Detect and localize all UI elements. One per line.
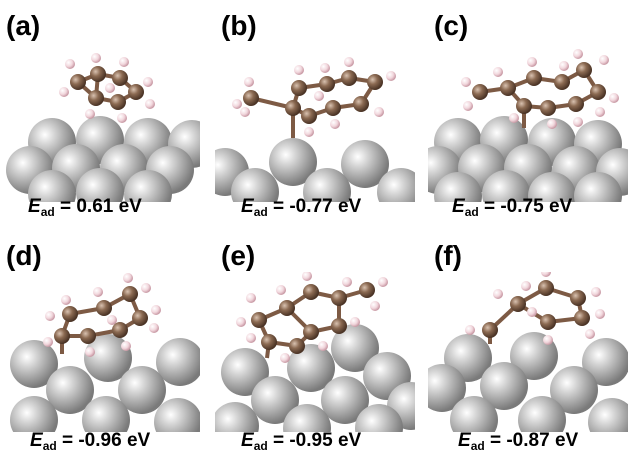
hydrogens (236, 272, 388, 363)
adsorption-energy: Ead = -0.96 eV (30, 430, 151, 453)
surface-atoms (428, 332, 628, 432)
hydrogens (461, 49, 619, 129)
adsorption-energy: Ead = -0.95 eV (241, 430, 362, 453)
hydrogens (465, 272, 605, 345)
molecule-scene (215, 57, 415, 202)
carbons (482, 280, 590, 338)
carbons (472, 62, 606, 116)
molecule-scene (428, 272, 628, 432)
carbons (243, 70, 383, 124)
adsorption-energy: Ead = 0.61 eV (28, 196, 142, 219)
adsorption-energy: Ead = -0.75 eV (452, 196, 573, 219)
panel-a: (a) Ead (0, 10, 200, 219)
panel-label: (d) (6, 240, 42, 271)
carbons (54, 286, 148, 344)
hydrogens (43, 273, 161, 357)
panel-e: (e) (215, 240, 415, 453)
molecule-scene (10, 273, 200, 432)
panel-label: (a) (6, 10, 41, 41)
molecule-scene (215, 272, 415, 432)
hydrogens (59, 53, 155, 123)
panel-c: (c) (428, 10, 628, 219)
surface-atoms (10, 334, 200, 432)
carbons (251, 282, 375, 354)
hydrogens (232, 57, 396, 137)
adsorption-energy: Ead = -0.77 eV (241, 196, 362, 219)
panel-b: (b) Ead = -0.7 (215, 10, 415, 219)
molecule-scene (6, 53, 200, 202)
surface-atoms (428, 116, 628, 202)
molecule-scene (428, 49, 628, 202)
surface-atoms (215, 324, 415, 432)
adsorption-energy: Ead = -0.87 eV (458, 430, 579, 453)
carbons (70, 66, 144, 110)
surface-atoms (6, 116, 200, 202)
panel-f: (f) Ead = -0.87 eV (428, 240, 628, 453)
panel-label: (b) (221, 10, 257, 41)
panel-label: (f) (434, 240, 462, 271)
panel-label: (e) (221, 240, 256, 271)
surface-atoms (215, 138, 415, 202)
panel-label: (c) (434, 10, 469, 41)
panel-d: (d) Ead (0, 240, 200, 453)
